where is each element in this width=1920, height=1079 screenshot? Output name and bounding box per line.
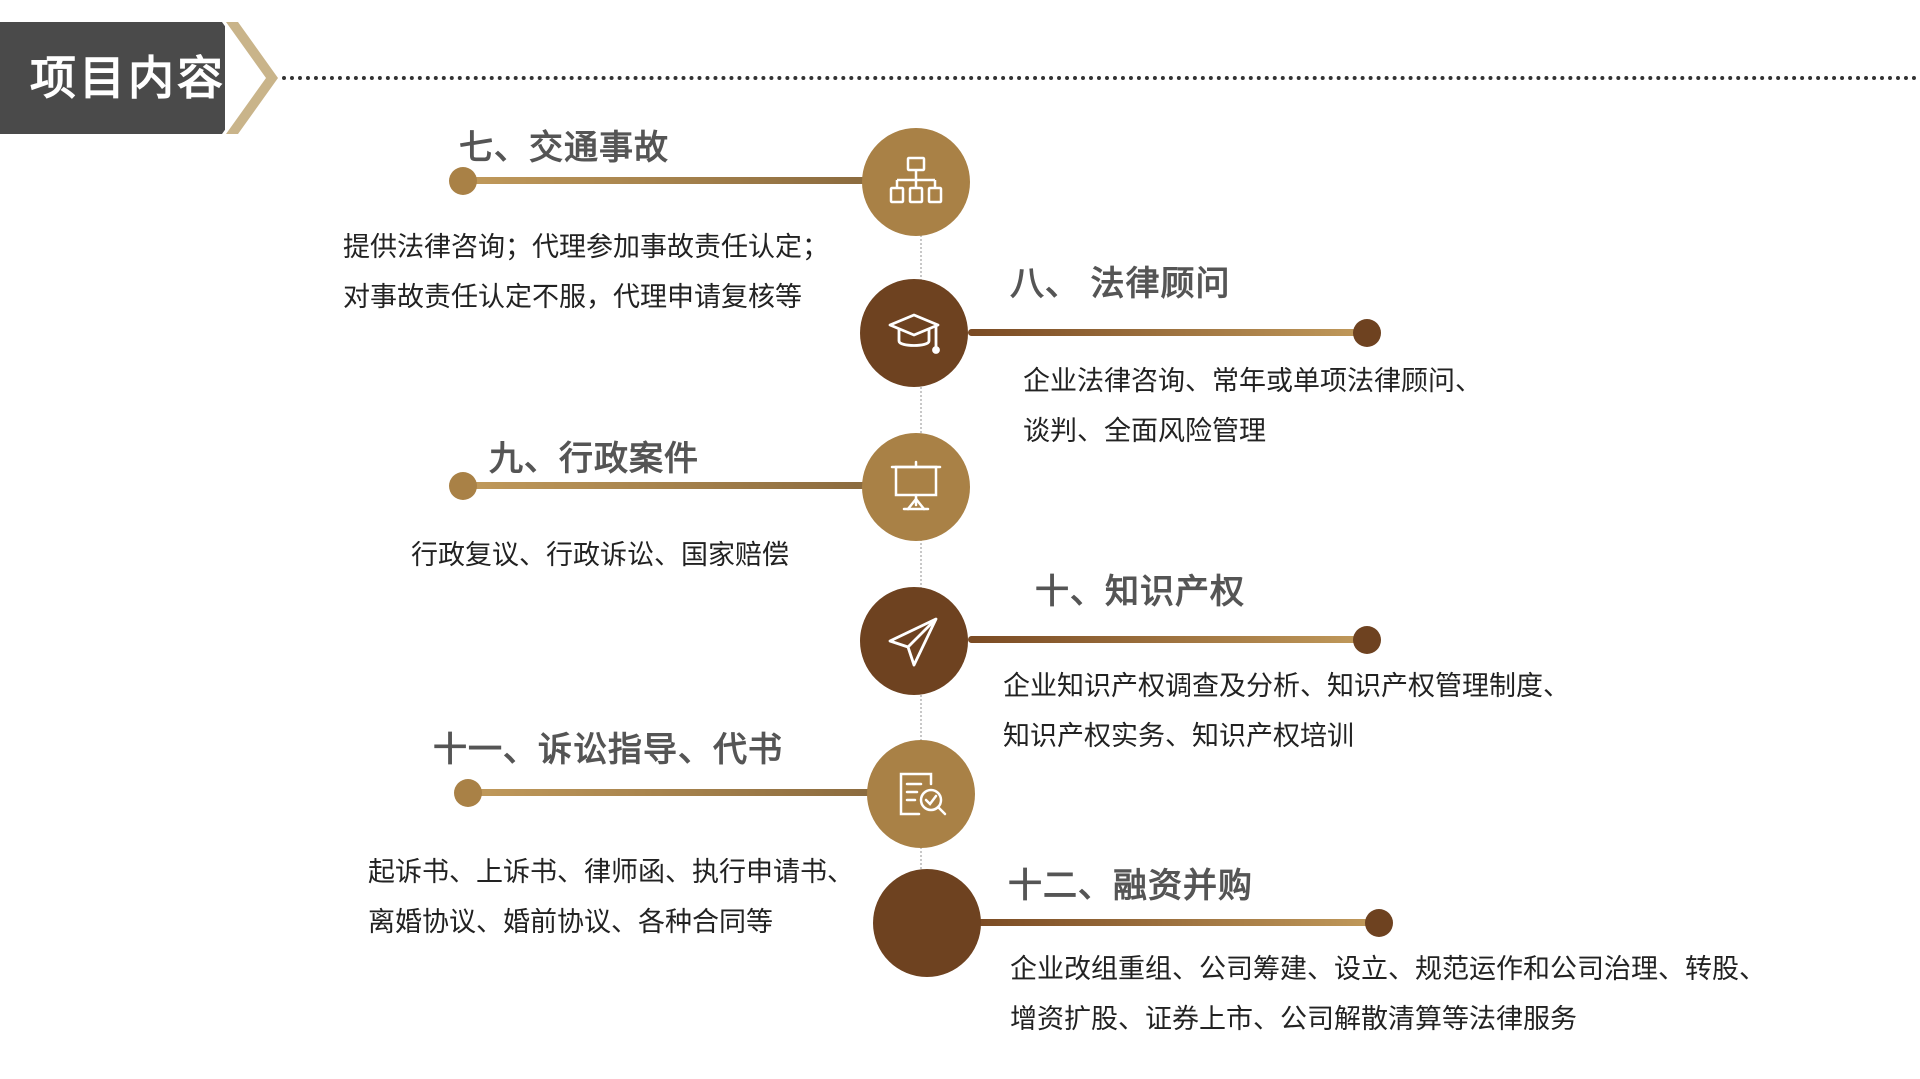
item-desc-line: 行政复议、行政诉讼、国家赔偿 xyxy=(411,540,789,570)
connector-dot xyxy=(1353,626,1381,654)
paper-plane-icon xyxy=(888,617,938,667)
timeline-node xyxy=(860,587,968,695)
timeline-node xyxy=(867,740,975,848)
timeline-node xyxy=(860,279,968,387)
item-title: 十、知识产权 xyxy=(1035,573,1245,611)
connector-dot xyxy=(1353,319,1381,347)
connector-line xyxy=(463,177,873,184)
timeline-node xyxy=(873,869,981,977)
timeline-node xyxy=(862,433,970,541)
item-desc-line: 企业改组重组、公司筹建、设立、规范运作和公司治理、转股、 xyxy=(1010,954,1766,984)
item-desc-line: 知识产权实务、知识产权培训 xyxy=(1003,721,1354,751)
item-desc-line: 提供法律咨询；代理参加事故责任认定； xyxy=(343,232,829,262)
graduation-cap-icon xyxy=(888,313,940,354)
connector-dot xyxy=(449,472,477,500)
item-title: 十二、融资并购 xyxy=(1008,867,1253,905)
connector-dot xyxy=(454,779,482,807)
item-title: 九、行政案件 xyxy=(489,440,699,478)
item-desc-line: 对事故责任认定不服，代理申请复核等 xyxy=(343,282,802,312)
header-banner xyxy=(0,22,225,134)
network-icon xyxy=(889,156,943,204)
item-desc-line: 增资扩股、证券上市、公司解散清算等法律服务 xyxy=(1010,1004,1577,1034)
header-divider xyxy=(282,76,1918,80)
item-desc-line: 离婚协议、婚前协议、各种合同等 xyxy=(368,907,773,937)
timeline-node xyxy=(862,128,970,236)
item-title: 八、 法律顾问 xyxy=(1010,265,1231,303)
connector-dot xyxy=(449,167,477,195)
connector-line xyxy=(968,636,1368,643)
item-desc-line: 谈判、全面风险管理 xyxy=(1023,416,1266,446)
page-title: 项目内容 xyxy=(30,52,226,104)
item-title: 十一、诉讼指导、代书 xyxy=(433,731,783,769)
document-search-icon xyxy=(899,772,947,816)
item-desc-line: 企业知识产权调查及分析、知识产权管理制度、 xyxy=(1003,671,1570,701)
presentation-board-icon xyxy=(890,460,942,511)
connector-line xyxy=(970,919,1380,926)
timeline-spine xyxy=(920,180,922,940)
connector-line xyxy=(968,329,1368,336)
item-title: 七、交通事故 xyxy=(459,129,669,167)
item-desc-line: 起诉书、上诉书、律师函、执行申请书、 xyxy=(368,857,854,887)
connector-line xyxy=(463,482,873,489)
connector-dot xyxy=(1365,909,1393,937)
item-desc-line: 企业法律咨询、常年或单项法律顾问、 xyxy=(1023,366,1482,396)
connector-line xyxy=(468,789,880,796)
